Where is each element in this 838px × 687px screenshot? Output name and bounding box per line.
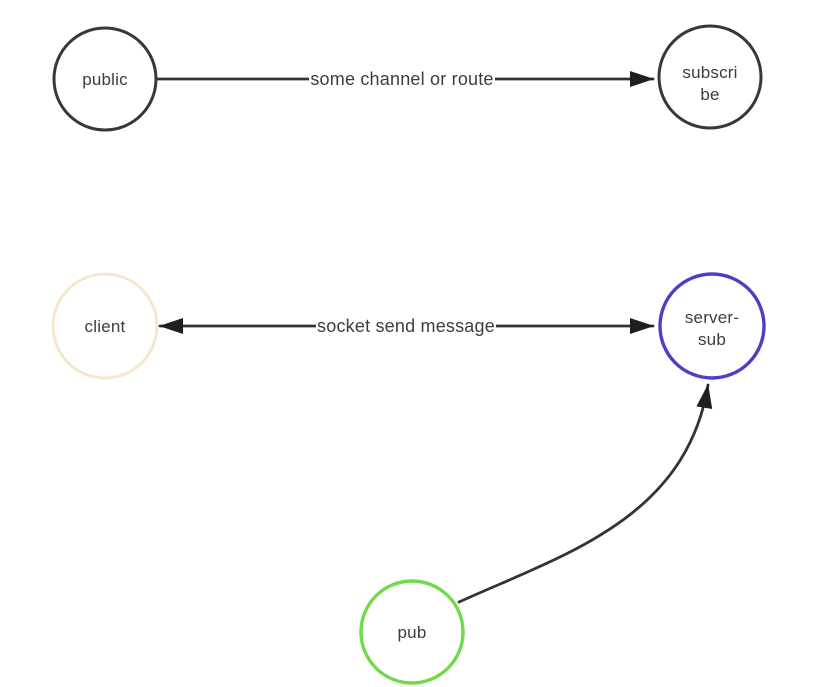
node-subscribe-circle[interactable] — [657, 24, 763, 130]
node-client-circle[interactable] — [51, 272, 159, 380]
node-pub-label: pub — [398, 623, 427, 642]
node-server-sub-label-line1: server- — [685, 308, 739, 327]
edge-label-background — [316, 315, 496, 337]
node-client-label: client — [85, 317, 126, 336]
node-server-sub-label-line2: sub — [698, 330, 726, 349]
node-server-sub[interactable]: server- sub — [658, 272, 766, 380]
node-public[interactable]: public — [52, 26, 158, 132]
node-public-circle[interactable] — [52, 26, 158, 132]
edge-label-some-channel-or-route: some channel or route — [310, 69, 493, 89]
node-subscribe-label-line1: subscri — [682, 63, 737, 82]
edge-label-background — [309, 68, 495, 90]
edge-label-socket-send-message: socket send message — [317, 316, 495, 336]
node-subscribe[interactable]: subscri be — [657, 24, 763, 130]
node-public-label: public — [82, 70, 128, 89]
node-subscribe-label-line2: be — [700, 85, 719, 104]
edge-pub-to-server-sub[interactable] — [457, 383, 713, 604]
node-client[interactable]: client — [51, 272, 159, 380]
node-pub[interactable]: pub — [359, 579, 465, 685]
node-server-sub-circle[interactable] — [658, 272, 766, 380]
node-pub-circle[interactable] — [359, 579, 465, 685]
